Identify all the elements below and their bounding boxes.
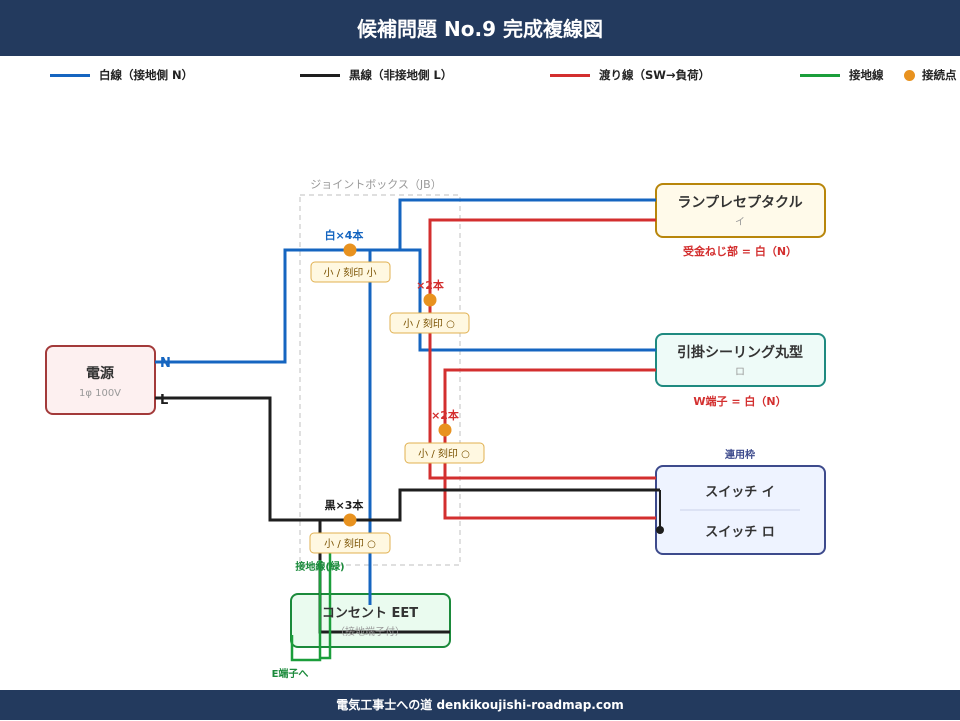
legend-black-line (300, 73, 340, 77)
legend-black-label: 黒線（非接地側 L） (349, 68, 453, 82)
ceiling-rosette-title: 引掛シーリング丸型 (677, 344, 803, 361)
sleeve-red-2-label: 小 / 刻印 ○ (418, 447, 470, 460)
legend-red: 渡り線（SW→負荷） (550, 66, 710, 84)
power-source-title: 電源 (86, 365, 114, 382)
legend-white-line (50, 73, 90, 77)
red-2-count-label: ×2本 (431, 408, 459, 422)
white-wire-power (155, 248, 350, 364)
connection-dot-black (343, 513, 357, 527)
legend-ground-line (800, 73, 840, 77)
legend-ground-label: 接地線 (849, 68, 884, 82)
sleeve-red-1-label: 小 / 刻印 ○ (403, 317, 455, 330)
legend-ground: 接地線 (800, 66, 884, 84)
power-source-spec: 1φ 100V (79, 388, 121, 399)
connection-dot-white (343, 243, 357, 257)
ceiling-rosette-id: ロ (735, 367, 745, 378)
legend-dot-label: 接続点 (922, 68, 957, 82)
lamp-receptacle-id: イ (735, 217, 745, 228)
connection-dot-red-1 (423, 293, 437, 307)
switch-jumper-terminal (656, 526, 664, 534)
sleeve-white (310, 261, 391, 283)
white-wire-outlet (350, 248, 372, 605)
legend-white: 白線（接地側 N） (50, 66, 193, 84)
switch-ro-label: スイッチ ロ (705, 525, 775, 540)
junction-box (299, 194, 461, 566)
ground-wire-e-terminal (290, 560, 322, 662)
legend-white-label: 白線（接地側 N） (99, 68, 194, 82)
ground-wire (320, 540, 332, 660)
legend-red-line (550, 73, 590, 77)
red-wire-lamp-ro (443, 368, 656, 430)
red-wire-lamp-i (428, 218, 656, 300)
outlet-subtitle: （接地端子付） (335, 625, 405, 638)
white-wire-lamp-i (350, 198, 656, 252)
sleeve-red-2 (404, 442, 485, 464)
black-count-label: 黒×3本 (325, 498, 364, 512)
e-terminal-label: E端子へ (272, 667, 309, 680)
page-title: 候補問題 No.9 完成複線図 (0, 0, 960, 56)
legend-dot-icon (904, 69, 915, 81)
sleeve-black (309, 532, 391, 554)
lamp-receptacle-title: ランプレセプタクル (677, 195, 802, 211)
line-terminal-label: L (160, 393, 168, 408)
black-wire-power (155, 396, 350, 522)
switch-i-label: スイッチ イ (705, 485, 775, 500)
outlet-title: コンセント EET (322, 606, 418, 621)
ground-wire-label: 接地線(緑) (295, 560, 344, 573)
sleeve-white-label: 小 / 刻印 小 (324, 266, 377, 279)
sleeve-red-1 (389, 312, 470, 334)
switch-frame-label: 連用枠 (725, 448, 755, 461)
junction-box-label: ジョイントボックス（JB） (310, 178, 441, 191)
ceiling-rosette-note: W端子 = 白（N） (693, 394, 786, 408)
footer-credit: 電気工事士への道 denkikoujishi-roadmap.com (0, 690, 960, 720)
legend-black: 黒線（非接地側 L） (300, 66, 452, 84)
white-wire-lamp-ro (350, 248, 656, 352)
sleeve-black-label: 小 / 刻印 ○ (324, 537, 376, 550)
neutral-terminal-label: N (160, 356, 171, 371)
red-wires (428, 218, 656, 520)
ceiling-rosette-box (655, 333, 826, 387)
connection-dot-red-2 (438, 423, 452, 437)
red-wire-switch-i (428, 300, 656, 480)
white-count-label: 白×4本 (325, 228, 364, 242)
lamp-receptacle-box (655, 183, 826, 238)
power-source-box (45, 345, 156, 415)
red-1-count-label: ×2本 (416, 278, 444, 292)
black-wire-switch (350, 488, 660, 522)
legend-dot: 接続点 (904, 66, 957, 84)
lamp-receptacle-note: 受金ねじ部 = 白（N） (683, 244, 797, 258)
white-wires (155, 198, 656, 605)
legend-red-label: 渡り線（SW→負荷） (599, 68, 711, 82)
